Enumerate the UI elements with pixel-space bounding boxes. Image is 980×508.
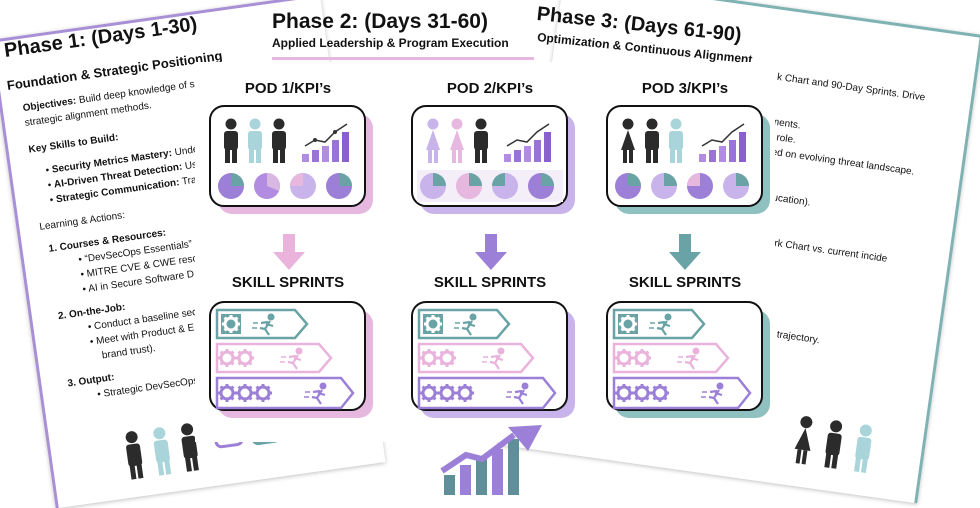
- growth-arrow-icon: [440, 425, 542, 495]
- pod-diagram-svg: [209, 105, 770, 418]
- phase3-footer-icons: [794, 416, 872, 473]
- phase2-underline: [272, 57, 534, 60]
- bar-chart-icon: [699, 123, 746, 162]
- person-icon: [153, 427, 172, 476]
- pie-chart-icon: [290, 173, 316, 199]
- down-arrow-icon: [273, 234, 305, 270]
- pod3-sprint-card: [606, 301, 770, 418]
- pie-chart-icon: [456, 173, 482, 199]
- pie-chart-icon: [218, 173, 244, 199]
- pie-chart-icon: [492, 173, 518, 199]
- pie-chart-icon: [651, 173, 677, 199]
- pod1-card: [209, 105, 373, 214]
- bar-chart-icon: [302, 123, 349, 162]
- pod2-sprint-card: [411, 301, 575, 418]
- phase2-title: Phase 2: (Days 31-60): [272, 10, 488, 33]
- pod2-sprint-title: SKILL SPRINTS: [433, 274, 547, 291]
- down-arrow-icon: [475, 234, 507, 270]
- pie-chart-icon: [723, 173, 749, 199]
- pod1-sprint-card: [209, 301, 373, 418]
- person-icon: [125, 431, 144, 480]
- pod3-title: POD 3/KPI’s: [641, 80, 729, 97]
- pie-chart-icon: [254, 173, 280, 199]
- pie-chart-icon: [528, 173, 554, 199]
- bar-chart-icon: [504, 123, 551, 162]
- person-icon: [854, 424, 872, 473]
- phase2-subtitle: Applied Leadership & Program Execution: [272, 36, 509, 50]
- pod-diagram: POD 1/KPI’s POD 2/KPI’s POD 3/KPI’s SKIL…: [195, 62, 775, 442]
- pie-chart-icon: [420, 173, 446, 199]
- down-arrow-icon: [669, 234, 701, 270]
- pod3-card: [606, 105, 770, 214]
- pie-chart-icon: [615, 173, 641, 199]
- person-icon: [794, 416, 813, 465]
- pod2-card: [411, 105, 575, 214]
- pod1-sprint-title: SKILL SPRINTS: [231, 274, 345, 291]
- pod3-sprint-title: SKILL SPRINTS: [628, 274, 742, 291]
- pod1-card-frame: [209, 105, 366, 207]
- pie-chart-icon: [326, 173, 352, 199]
- pie-chart-icon: [687, 173, 713, 199]
- pod2-title: POD 2/KPI’s: [446, 80, 534, 97]
- person-icon: [824, 420, 843, 469]
- pod1-title: POD 1/KPI’s: [244, 80, 332, 97]
- person-icon: [181, 423, 199, 472]
